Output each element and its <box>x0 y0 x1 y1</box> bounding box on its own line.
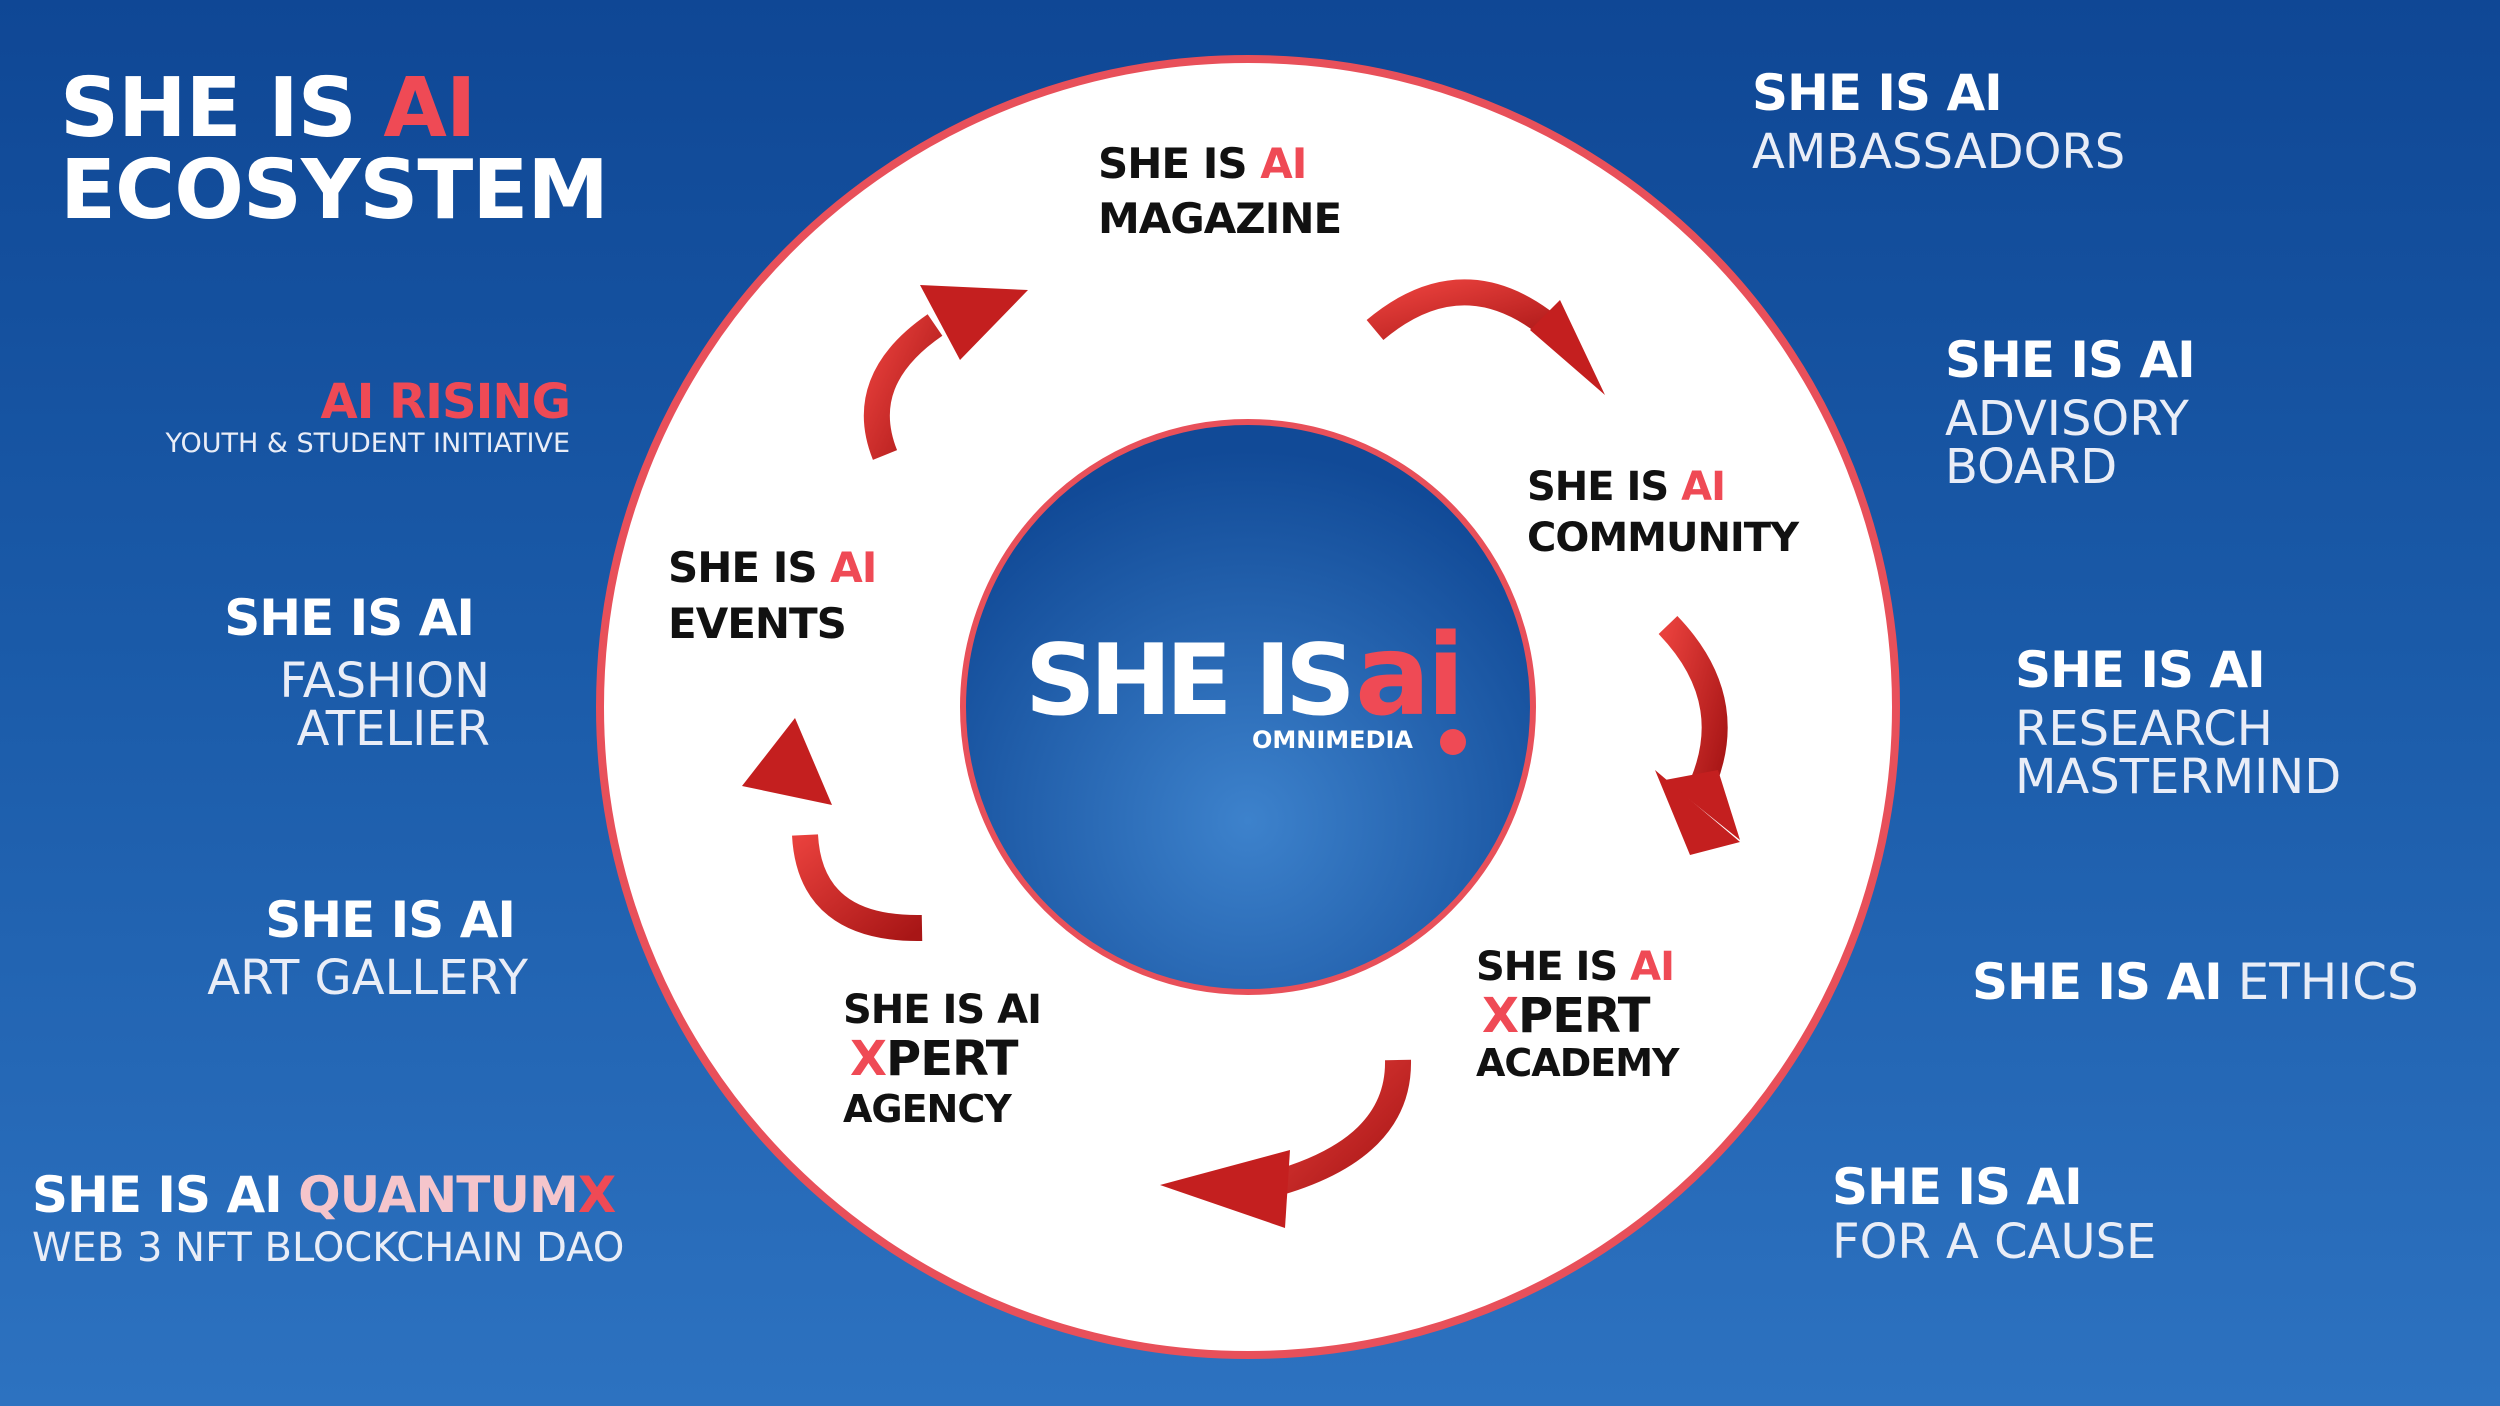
events-accent: AI <box>830 543 876 592</box>
academy-prefix: SHE IS <box>1476 944 1630 990</box>
research-line1: RESEARCH <box>2015 705 2273 753</box>
fashion-line1: FASHION <box>280 657 490 705</box>
title-line2: ECOSYSTEM <box>60 150 608 232</box>
quantum-subtitle: WEB 3 NFT BLOCKCHAIN DAO <box>32 1228 624 1268</box>
academy-accent: AI <box>1630 944 1674 990</box>
logo-dot-icon <box>1438 727 1468 757</box>
agency-pert: PERT <box>886 1031 1018 1087</box>
quantum-x: X <box>578 1166 616 1224</box>
advisory-line1: ADVISORY <box>1945 395 2189 443</box>
logo-ai: ai <box>1355 620 1461 732</box>
events-prefix: SHE IS <box>668 543 830 592</box>
title-accent: AI <box>383 61 475 156</box>
ethics-title: SHE IS AI <box>1972 953 2222 1011</box>
ethics-line1: ETHICS <box>2238 953 2419 1011</box>
ai-rising-subtitle: YOUTH & STUDENT INITIATIVE <box>166 430 571 457</box>
research-line2: MASTERMIND <box>2015 753 2341 801</box>
ambassadors-line1: AMBASSADORS <box>1752 128 2125 176</box>
title-prefix: SHE IS <box>60 61 383 156</box>
cause-title: SHE IS AI <box>1832 1162 2082 1212</box>
events-name: EVENTS <box>668 603 846 645</box>
advisory-line2: BOARD <box>1945 443 2117 491</box>
fashion-line2: ATELIER <box>297 705 490 753</box>
magazine-prefix: SHE IS <box>1098 139 1260 188</box>
logo-omnimedia: OMNIMEDIA <box>1252 728 1413 752</box>
academy-pert: PERT <box>1518 988 1650 1044</box>
community-accent: AI <box>1681 464 1725 510</box>
research-title: SHE IS AI <box>2015 645 2265 695</box>
academy-name: ACADEMY <box>1476 1044 1679 1082</box>
fashion-title: SHE IS AI <box>224 593 474 643</box>
ai-rising-title: AI RISING <box>320 378 570 426</box>
academy-x: X <box>1482 988 1518 1044</box>
quantum-title: SHE IS AI <box>32 1166 282 1224</box>
magazine-accent: AI <box>1260 139 1306 188</box>
magazine-name: MAGAZINE <box>1098 198 1341 240</box>
agency-x: X <box>850 1031 886 1087</box>
agency-prefix: SHE IS AI <box>843 990 1041 1030</box>
art-line1: ART GALLERY <box>207 954 528 1002</box>
advisory-title: SHE IS AI <box>1945 335 2195 385</box>
logo-she-is: SHE IS <box>1025 632 1350 730</box>
cause-line1: FOR A CAUSE <box>1832 1218 2156 1266</box>
agency-name: AGENCY <box>843 1090 1011 1128</box>
community-prefix: SHE IS <box>1527 464 1681 510</box>
art-title: SHE IS AI <box>265 895 515 945</box>
quantum-accent: QUANTUM <box>298 1166 578 1224</box>
community-name: COMMUNITY <box>1527 518 1798 558</box>
ambassadors-title: SHE IS AI <box>1752 68 2002 118</box>
